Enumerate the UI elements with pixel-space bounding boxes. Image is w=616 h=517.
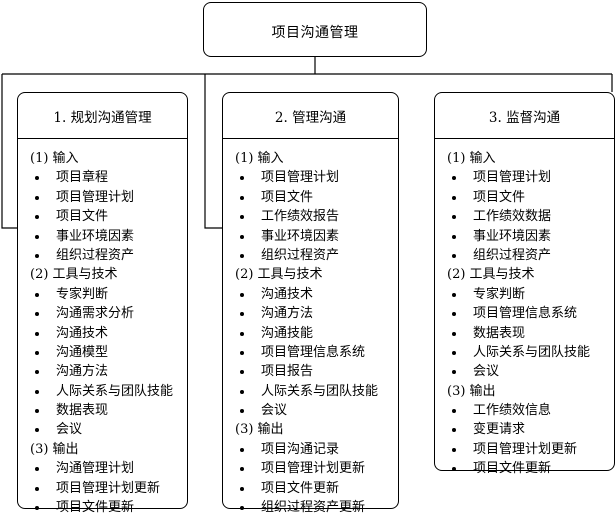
list-item: 组织过程资产	[30, 246, 187, 265]
outputs-list: 沟通管理计划 项目管理计划更新 项目文件更新	[30, 459, 187, 517]
list-item: 沟通方法	[235, 304, 398, 323]
section-outputs-title: (3) 输出	[235, 422, 284, 438]
list-item: 项目文件	[447, 188, 614, 207]
list-item: 会议	[30, 420, 187, 439]
list-item: 组织过程资产	[235, 246, 398, 265]
list-item: 会议	[447, 362, 614, 381]
process-title: 1. 规划沟通管理	[53, 110, 152, 126]
process-body: (1) 输入 项目管理计划 项目文件 工作绩效报告 事业环境因素 组织过程资产 …	[223, 139, 398, 517]
list-item: 沟通技术	[30, 324, 187, 343]
process-box-manage-communications: 2. 管理沟通 (1) 输入 项目管理计划 项目文件 工作绩效报告 事业环境因素…	[222, 92, 399, 515]
tools-list: 沟通技术 沟通方法 沟通技能 项目管理信息系统 项目报告 人际关系与团队技能 会…	[235, 285, 398, 421]
list-item: 项目管理计划	[30, 188, 187, 207]
section-tools-title: (2) 工具与技术	[447, 267, 535, 283]
root-node: 项目沟通管理	[203, 2, 427, 57]
list-item: 工作绩效数据	[447, 207, 614, 226]
list-item: 项目管理信息系统	[235, 343, 398, 362]
inputs-list: 项目管理计划 项目文件 工作绩效报告 事业环境因素 组织过程资产	[235, 168, 398, 265]
root-title: 项目沟通管理	[271, 25, 359, 41]
outputs-list: 工作绩效信息 变更请求 项目管理计划更新 项目文件更新	[447, 401, 614, 479]
list-item: 人际关系与团队技能	[235, 382, 398, 401]
process-title: 2. 管理沟通	[274, 110, 347, 126]
list-item: 项目文件	[30, 207, 187, 226]
list-item: 沟通模型	[30, 343, 187, 362]
process-header: 2. 管理沟通	[223, 93, 398, 139]
list-item: 沟通技能	[235, 324, 398, 343]
section-tools-title: (2) 工具与技术	[235, 267, 323, 283]
list-item: 工作绩效信息	[447, 401, 614, 420]
list-item: 项目报告	[235, 362, 398, 381]
branch-line-1	[1, 74, 17, 229]
process-header: 1. 规划沟通管理	[18, 93, 187, 139]
list-item: 变更请求	[447, 420, 614, 439]
list-item: 项目管理信息系统	[447, 304, 614, 323]
section-inputs-title: (1) 输入	[30, 151, 79, 166]
list-item: 项目文件更新	[447, 459, 614, 478]
list-item: 项目管理计划	[447, 168, 614, 187]
list-item: 人际关系与团队技能	[447, 343, 614, 362]
process-header: 3. 监督沟通	[435, 93, 614, 139]
section-outputs-title: (3) 输出	[30, 441, 79, 457]
outputs-list: 项目沟通记录 项目管理计划更新 项目文件更新 组织过程资产更新	[235, 440, 398, 517]
list-item: 项目文件更新	[235, 479, 398, 498]
process-title: 3. 监督沟通	[488, 110, 561, 126]
process-box-plan-communications: 1. 规划沟通管理 (1) 输入 项目章程 项目管理计划 项目文件 事业环境因素…	[17, 92, 188, 515]
list-item: 组织过程资产	[447, 246, 614, 265]
list-item: 项目管理计划更新	[447, 440, 614, 459]
list-item: 工作绩效报告	[235, 207, 398, 226]
list-item: 人际关系与团队技能	[30, 382, 187, 401]
section-inputs-title: (1) 输入	[447, 151, 496, 166]
section-inputs-title: (1) 输入	[235, 151, 284, 166]
list-item: 沟通技术	[235, 285, 398, 304]
branch-line-2	[204, 74, 222, 229]
list-item: 项目文件	[235, 188, 398, 207]
inputs-list: 项目管理计划 项目文件 工作绩效数据 事业环境因素 组织过程资产	[447, 168, 614, 265]
process-body: (1) 输入 项目管理计划 项目文件 工作绩效数据 事业环境因素 组织过程资产 …	[435, 139, 614, 479]
process-box-monitor-communications: 3. 监督沟通 (1) 输入 项目管理计划 项目文件 工作绩效数据 事业环境因素…	[434, 92, 615, 476]
list-item: 专家判断	[447, 285, 614, 304]
list-item: 沟通需求分析	[30, 304, 187, 323]
tools-list: 专家判断 项目管理信息系统 数据表现 人际关系与团队技能 会议	[447, 285, 614, 382]
list-item: 项目管理计划	[235, 168, 398, 187]
inputs-list: 项目章程 项目管理计划 项目文件 事业环境因素 组织过程资产	[30, 168, 187, 265]
list-item: 沟通方法	[30, 362, 187, 381]
process-body: (1) 输入 项目章程 项目管理计划 项目文件 事业环境因素 组织过程资产 (2…	[18, 139, 187, 517]
section-tools-title: (2) 工具与技术	[30, 267, 118, 283]
list-item: 专家判断	[30, 285, 187, 304]
list-item: 项目章程	[30, 168, 187, 187]
list-item: 项目管理计划更新	[30, 479, 187, 498]
list-item: 沟通管理计划	[30, 459, 187, 478]
list-item: 数据表现	[30, 401, 187, 420]
list-item: 项目管理计划更新	[235, 459, 398, 478]
list-item: 事业环境因素	[447, 227, 614, 246]
list-item: 事业环境因素	[235, 227, 398, 246]
list-item: 数据表现	[447, 324, 614, 343]
section-outputs-title: (3) 输出	[447, 383, 496, 399]
list-item: 事业环境因素	[30, 227, 187, 246]
tools-list: 专家判断 沟通需求分析 沟通技术 沟通模型 沟通方法 人际关系与团队技能 数据表…	[30, 285, 187, 440]
list-item: 会议	[235, 401, 398, 420]
list-item: 项目沟通记录	[235, 440, 398, 459]
